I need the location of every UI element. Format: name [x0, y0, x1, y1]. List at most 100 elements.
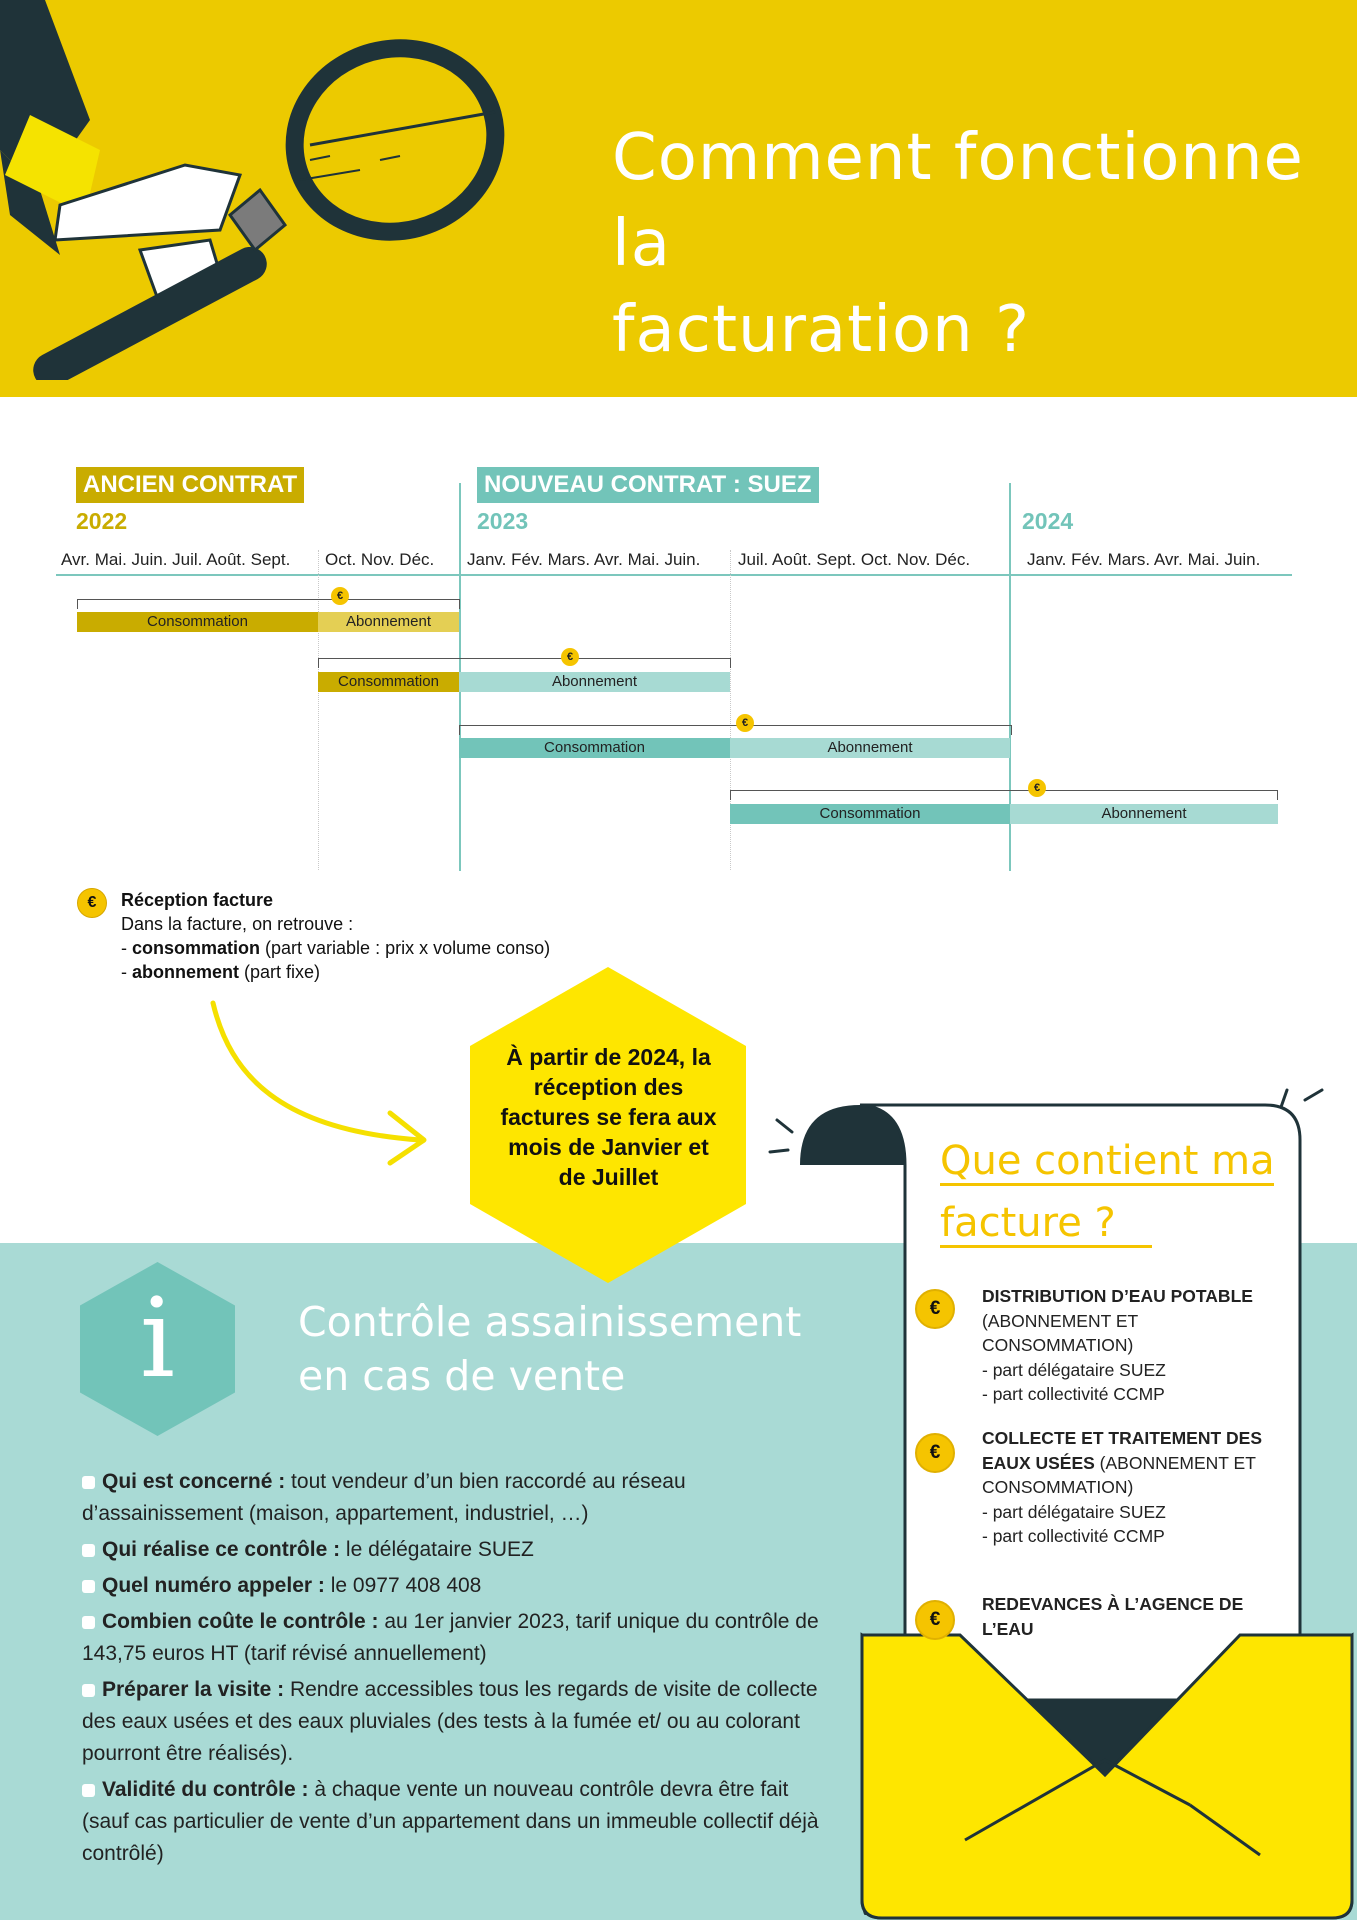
divider-dotted	[730, 550, 731, 870]
year-2023: 2023	[477, 508, 529, 534]
invoice-item-sub: - part délégataire SUEZ	[982, 1501, 1166, 1522]
period-bracket	[318, 658, 731, 668]
legend-line-abonnement: - abonnement (part fixe)	[121, 960, 550, 984]
page-title: Comment fonctionne la facturation ?	[612, 115, 1312, 373]
months-group-3: Janv. Fév. Mars. Avr. Mai. Juin.	[467, 550, 701, 569]
invoice-item: DISTRIBUTION D’EAU POTABLE (ABONNEMENT E…	[982, 1284, 1272, 1407]
invoice-item: COLLECTE ET TRAITEMENT DES EAUX USÉES (A…	[982, 1426, 1272, 1549]
euro-icon: €	[561, 648, 579, 666]
item-label: Quel numéro appeler :	[102, 1574, 325, 1597]
invoice-item-detail: (ABONNEMENT ET CONSOMMATION)	[982, 1452, 1256, 1498]
invoice-item-sub: - part collectivité CCMP	[982, 1384, 1165, 1404]
legend-title: Réception facture	[121, 890, 274, 910]
period-bracket	[77, 599, 460, 609]
euro-icon: €	[1028, 779, 1046, 797]
invoice-title-line-2: facture ?	[940, 1200, 1116, 1246]
title-line-1: Comment fonctionne la	[612, 121, 1304, 281]
euro-icon: €	[915, 1600, 955, 1640]
bullet-icon	[82, 1543, 95, 1557]
list-item: Préparer la visite : Rendre accessibles …	[82, 1674, 822, 1770]
months-group-5: Janv. Fév. Mars. Avr. Mai. Juin.	[1027, 550, 1261, 569]
item-label: Qui est concerné :	[102, 1470, 286, 1493]
bar-consommation: Consommation	[77, 612, 318, 632]
item-text: Rendre accessibles tous les regards de v…	[82, 1678, 818, 1765]
bar-abonnement: Abonnement	[459, 672, 730, 692]
item-text: tout vendeur d’un bien raccordé au résea…	[82, 1470, 686, 1525]
period-bracket	[459, 725, 1012, 735]
legend-keyword: abonnement	[132, 962, 240, 982]
info-title: Contrôle assainissement en cas de vente	[298, 1295, 801, 1403]
legend-intro: Dans la facture, on retrouve :	[121, 914, 354, 934]
bullet-icon	[82, 1783, 95, 1797]
item-label: Préparer la visite :	[102, 1678, 285, 1701]
euro-icon: €	[915, 1289, 955, 1329]
info-letter: i	[139, 1274, 176, 1402]
euro-icon: €	[915, 1433, 955, 1473]
magnifier-illustration	[0, 0, 505, 380]
months-group-1: Avr. Mai. Juin. Juil. Août. Sept.	[61, 550, 291, 569]
bar-abonnement: Abonnement	[1010, 804, 1278, 824]
invoice-item: REDEVANCES À L’AGENCE DE L’EAU	[982, 1592, 1272, 1641]
info-list: Qui est concerné : tout vendeur d’un bie…	[82, 1466, 822, 1874]
curved-arrow-icon	[210, 1000, 427, 1166]
legend-detail: (part fixe)	[239, 962, 321, 982]
invoice-item-detail: (ABONNEMENT ET CONSOMMATION)	[982, 1310, 1138, 1356]
title-underline	[940, 1245, 1152, 1248]
info-icon	[80, 1262, 235, 1436]
invoice-item-label: REDEVANCES À L’AGENCE DE L’EAU	[982, 1594, 1244, 1639]
legend-keyword: consommation	[132, 938, 261, 958]
hexagon-text: À partir de 2024, la réception des factu…	[500, 1044, 717, 1190]
legend: Réception facture Dans la facture, on re…	[121, 888, 550, 984]
info-title-line-2: en cas de vente	[298, 1352, 626, 1400]
item-text: le délégataire SUEZ	[340, 1538, 534, 1561]
year-2024: 2024	[1022, 508, 1074, 534]
timeline-axis	[56, 574, 1292, 576]
item-label: Qui réalise ce contrôle :	[102, 1538, 341, 1561]
legend-detail: (part variable : prix x volume conso)	[260, 938, 551, 958]
info-title-line-1: Contrôle assainissement	[298, 1298, 802, 1346]
item-text: le 0977 408 408	[324, 1574, 482, 1597]
item-label: Combien coûte le contrôle :	[102, 1610, 379, 1633]
year-divider-2024	[1009, 483, 1011, 871]
months-group-2: Oct. Nov. Déc.	[325, 550, 435, 569]
bullet-icon	[82, 1615, 95, 1629]
euro-icon: €	[736, 714, 754, 732]
list-item: Qui est concerné : tout vendeur d’un bie…	[82, 1466, 822, 1530]
euro-icon: €	[77, 888, 107, 918]
list-item: Quel numéro appeler : le 0977 408 408	[82, 1570, 822, 1602]
legend-line-consommation: - consommation (part variable : prix x v…	[121, 936, 550, 960]
item-label: Validité du contrôle :	[102, 1778, 309, 1801]
legend-dash: -	[121, 962, 132, 982]
bullet-icon	[82, 1475, 95, 1489]
list-item: Combien coûte le contrôle : au 1er janvi…	[82, 1606, 822, 1670]
invoice-title-line-1: Que contient ma	[940, 1138, 1275, 1184]
bar-consommation: Consommation	[459, 738, 730, 758]
divider-dotted	[318, 550, 319, 870]
invoice-item-label: COLLECTE ET TRAITEMENT DES EAUX USÉES	[982, 1428, 1262, 1473]
bar-consommation: Consommation	[318, 672, 459, 692]
invoice-item-label: DISTRIBUTION D’EAU POTABLE	[982, 1286, 1253, 1306]
bullet-icon	[82, 1579, 95, 1593]
item-text: au 1er janvier 2023, tarif unique du con…	[82, 1610, 819, 1665]
months-group-4: Juil. Août. Sept. Oct. Nov. Déc.	[738, 550, 971, 569]
new-contract-label: NOUVEAU CONTRAT : SUEZ	[477, 467, 819, 503]
title-line-2: facturation ?	[612, 293, 1031, 367]
bar-consommation: Consommation	[730, 804, 1010, 824]
envelope-illustration	[768, 1088, 1354, 1920]
bar-abonnement: Abonnement	[730, 738, 1010, 758]
bullet-icon	[82, 1683, 95, 1697]
period-bracket	[730, 790, 1278, 800]
title-underline	[940, 1183, 1274, 1186]
invoice-title: Que contient ma facture ?	[940, 1130, 1280, 1254]
invoice-item-sub: - part délégataire SUEZ	[982, 1359, 1166, 1380]
euro-icon: €	[331, 587, 349, 605]
hexagon-callout	[470, 967, 746, 1283]
invoice-item-sub: - part collectivité CCMP	[982, 1526, 1165, 1546]
list-item: Validité du contrôle : à chaque vente un…	[82, 1774, 822, 1870]
bar-abonnement: Abonnement	[318, 612, 459, 632]
old-contract-label: ANCIEN CONTRAT	[76, 467, 305, 503]
list-item: Qui réalise ce contrôle : le délégataire…	[82, 1534, 822, 1566]
year-2022: 2022	[76, 508, 128, 534]
legend-dash: -	[121, 938, 132, 958]
item-text: à chaque vente un nouveau contrôle devra…	[82, 1778, 819, 1865]
